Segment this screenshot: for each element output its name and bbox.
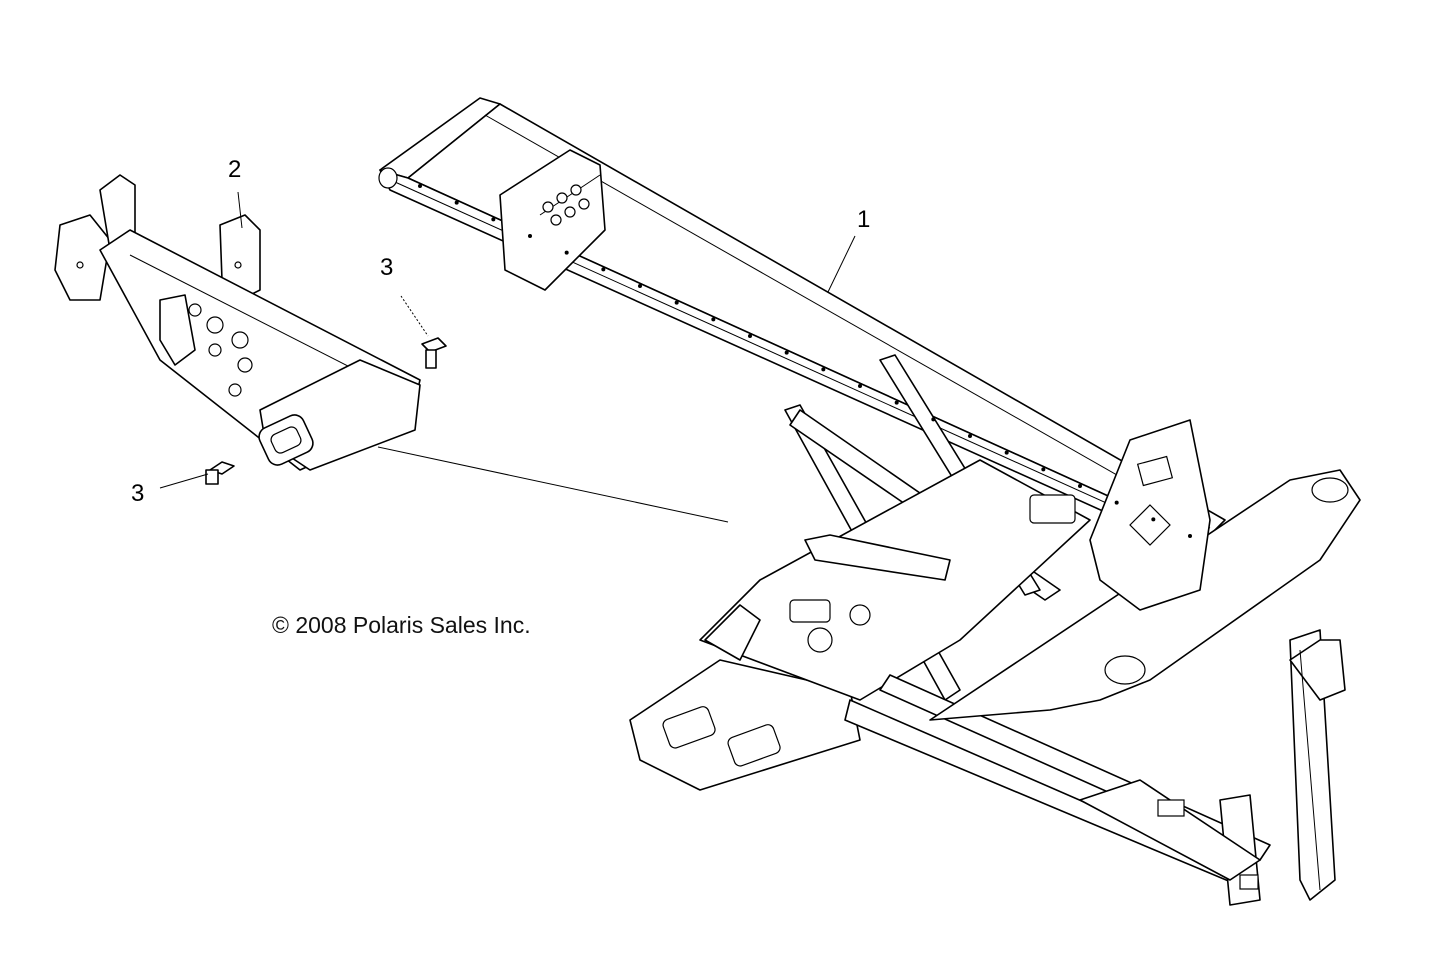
rail-hole [1114, 500, 1119, 505]
rail-hole [674, 300, 679, 305]
rail-hole [454, 200, 459, 205]
rail-hole [418, 184, 422, 188]
rail-hole [1041, 467, 1046, 472]
copyright-notice: © 2008 Polaris Sales Inc. [272, 612, 531, 638]
rail-hole [528, 234, 532, 238]
leader-line-2 [237, 191, 243, 229]
rail-hole [1078, 484, 1082, 488]
rail-hole [1151, 517, 1156, 522]
rear-subframe [54, 174, 421, 471]
rail-hole [711, 317, 716, 322]
leader-line-3b [159, 473, 209, 489]
leader-line-1 [827, 235, 856, 293]
rail-hole [894, 400, 899, 405]
callout-2: 2 [228, 156, 242, 183]
rail-hole [491, 217, 496, 222]
rail-hole [564, 250, 569, 255]
rail-hole [638, 284, 642, 288]
main-frame [378, 97, 1361, 906]
rail-hole [784, 350, 789, 355]
assembly-leader-line [377, 446, 729, 523]
callout-3-upper: 3 [380, 254, 394, 281]
rail-hole [601, 267, 606, 272]
rail-hole [1004, 450, 1009, 455]
rail-hole [821, 367, 826, 372]
rail-hole [968, 434, 972, 438]
bolt-upper [421, 337, 447, 369]
bolt-lower [205, 461, 235, 485]
rail-hole [858, 384, 862, 388]
rail-hole [1188, 534, 1192, 538]
rail-hole [748, 334, 752, 338]
callout-1: 1 [857, 206, 871, 233]
callout-3-lower: 3 [131, 480, 145, 507]
rail-hole [931, 417, 936, 422]
leader-line-3a [400, 295, 429, 337]
